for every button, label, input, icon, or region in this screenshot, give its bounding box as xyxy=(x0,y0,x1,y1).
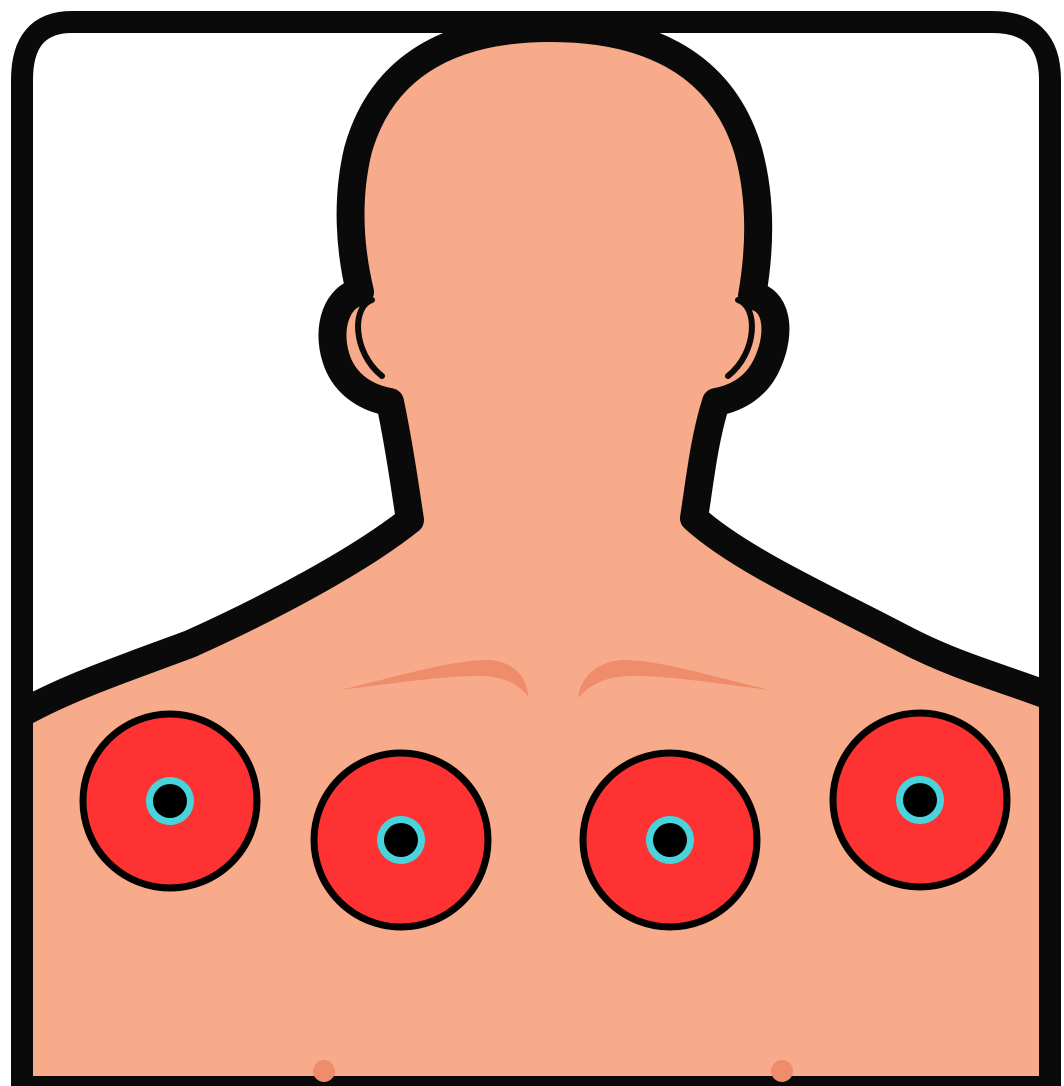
electrode-pad xyxy=(833,713,1007,887)
nipple-right xyxy=(771,1060,793,1082)
electrode-pad xyxy=(583,753,757,927)
pad-connector-center xyxy=(653,823,687,857)
pad-connector-center xyxy=(153,784,187,818)
pad-connector-center xyxy=(384,823,418,857)
nipple-left xyxy=(313,1060,335,1082)
pad-connector-center xyxy=(903,783,937,817)
electrode-pad xyxy=(314,753,488,927)
electrode-pad xyxy=(83,714,257,888)
